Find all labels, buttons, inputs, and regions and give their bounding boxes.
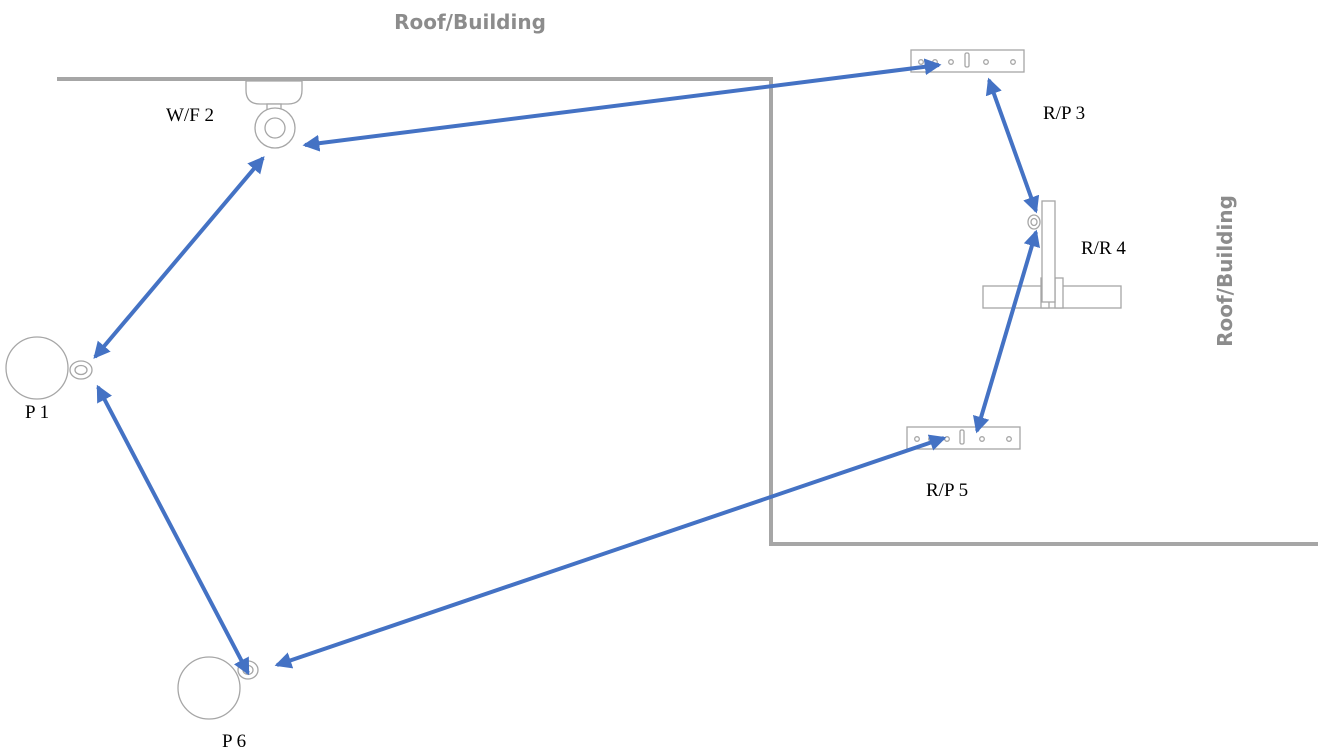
wall-mount-bracket-icon <box>245 80 303 105</box>
bolt-icon <box>983 59 989 65</box>
node-rr4: R/R 4 <box>982 200 1126 309</box>
node-label-rp3: R/P 3 <box>1043 103 1085 124</box>
node-label-rr4: R/R 4 <box>1081 238 1126 259</box>
region-label-right: Roof/Building <box>1213 195 1237 347</box>
link-rp5-p6 <box>274 434 947 669</box>
link-p1-p6 <box>96 384 250 676</box>
slot-icon <box>959 429 965 445</box>
node-label-rp5: R/P 5 <box>926 480 968 501</box>
bolt-icon <box>979 436 985 442</box>
bolt-icon <box>1006 436 1012 442</box>
node-label-p6: P 6 <box>222 731 246 752</box>
mast-icon <box>1041 200 1056 303</box>
building-outline <box>57 77 1318 546</box>
pole-icon <box>177 656 241 720</box>
slot-icon <box>964 52 970 68</box>
region-label-top: Roof/Building <box>394 10 546 34</box>
node-wf2: W/F 2 <box>166 80 303 149</box>
node-label-p1: P 1 <box>25 402 49 423</box>
node-p1: P 1 <box>5 336 93 423</box>
radio-inner-ring-icon <box>74 364 88 376</box>
wall-radio-inner-icon <box>264 117 286 139</box>
link-wf2-p1 <box>93 156 265 359</box>
rack-leg-icon <box>1054 277 1064 309</box>
link-rr4-rp5 <box>973 229 1040 434</box>
link-rp3-rr4 <box>985 77 1040 214</box>
mast-radio-inner-icon <box>1030 217 1038 227</box>
link-wf2-rp3 <box>302 58 942 152</box>
links <box>93 58 1040 676</box>
node-rp5: R/P 5 <box>906 426 1021 501</box>
bolt-icon <box>1010 59 1016 65</box>
pole-icon <box>5 336 69 400</box>
bolt-icon <box>948 59 954 65</box>
node-rp3: R/P 3 <box>910 49 1085 124</box>
node-label-wf2: W/F 2 <box>166 105 214 126</box>
